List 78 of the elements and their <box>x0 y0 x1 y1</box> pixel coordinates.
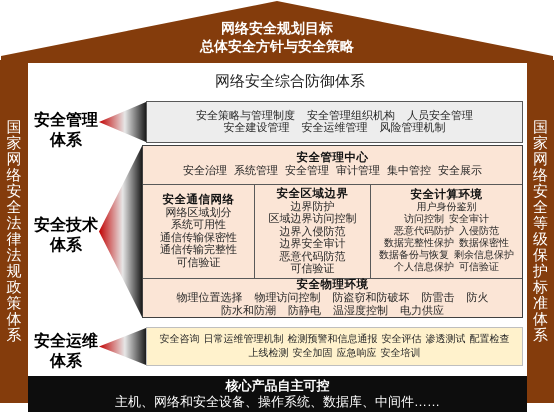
item-text: 边界防护 <box>290 200 334 212</box>
wedge-arrow <box>99 146 142 317</box>
item-text: 通信传输保密性 <box>160 232 237 244</box>
item-text: 防盗窃和防破坏 <box>332 292 410 304</box>
roof-heading: 总体安全方针与安全策略 <box>200 38 354 54</box>
item-text: 上线检测 <box>248 346 288 360</box>
pillar-text: 国家网络安全等级保护标准体系 <box>532 120 548 344</box>
item-text: 物理位置选择 <box>176 292 242 304</box>
item-text: 访问控制 <box>404 214 444 226</box>
item-text: 安全策略与管理制度 <box>196 110 295 122</box>
item-text: 系统可用性 <box>171 219 226 232</box>
system-label: 安全技术体系 <box>33 216 99 256</box>
item-text: 安全建设管理 <box>224 122 290 134</box>
item-text: 应急响应 <box>336 346 376 360</box>
system-label: 安全管理体系 <box>33 111 99 151</box>
item-text: 安全评估 <box>382 332 422 346</box>
item-text: 边界入侵防范 <box>280 226 346 238</box>
item-text: 入侵防范 <box>459 226 499 238</box>
item-text: 物理访问控制 <box>254 292 320 304</box>
item-text: 通信传输完整性 <box>160 244 237 257</box>
item-text: 数据备份与恢复 <box>379 250 449 262</box>
pillar <box>527 60 554 403</box>
item-text: 数据保密性 <box>459 238 509 250</box>
item-text: 恶意代码防范 <box>280 250 346 263</box>
item-text: 渗透测试 <box>426 332 466 346</box>
base-band <box>28 376 527 412</box>
item-text: 防火 <box>466 292 488 304</box>
item-text: 用户身份鉴别 <box>416 202 476 214</box>
item-text: 安全咨询 <box>160 332 200 346</box>
technology-panel <box>142 145 523 318</box>
item-text: 防雷击 <box>422 292 454 304</box>
item-text: 安全加固 <box>292 346 332 360</box>
panel-heading: 安全计算环境 <box>410 189 482 202</box>
panel-heading: 安全区域边界 <box>276 188 348 200</box>
item-text: 日常运维管理机制 <box>204 332 284 346</box>
base-text: 主机、网络和安全设备、操作系统、数据库、中间件…… <box>115 394 440 410</box>
item-text: 人员安全管理 <box>407 110 473 122</box>
item-text: 安全培训 <box>380 346 420 360</box>
pillar-text: 国家网络安全法律法规政策体系 <box>6 120 22 344</box>
base-heading: 核心产品自主可控 <box>226 378 330 394</box>
item-text: 边界安全审计 <box>280 238 346 250</box>
panel-heading: 安全通信网络 <box>162 194 234 207</box>
item-text: 安全管理组织机构 <box>307 110 395 122</box>
management-panel <box>146 101 523 143</box>
item-text: 安全展示 <box>438 165 482 178</box>
item-text: 防静电 <box>288 304 321 317</box>
item-text: 电力供应 <box>400 304 444 317</box>
item-text: 安全管理 <box>285 165 329 178</box>
roof-heading: 网络安全规划目标 <box>221 20 333 36</box>
item-text: 安全审计 <box>449 214 489 226</box>
item-text: 恶意代码防护 <box>394 226 454 238</box>
system-label: 安全运维体系 <box>33 332 99 372</box>
item-text: 个人信息保护 <box>394 262 454 274</box>
item-text: 系统管理 <box>234 165 278 178</box>
item-text: 可信验证 <box>176 256 220 270</box>
section-title: 网络安全综合防御体系 <box>214 73 366 91</box>
item-text: 温湿度控制 <box>333 304 388 317</box>
pillar <box>0 60 28 403</box>
item-text: 审计管理 <box>336 165 380 178</box>
wedge-arrow <box>99 102 146 142</box>
item-text: 安全治理 <box>183 165 227 178</box>
item-text: 安全运维管理 <box>302 122 368 134</box>
panel-heading: 安全管理中心 <box>296 152 368 164</box>
item-text: 区域边界访问控制 <box>268 213 356 226</box>
item-text: 集中管控 <box>387 165 431 178</box>
item-text: 防水和防潮 <box>221 304 276 317</box>
item-text: 配置检查 <box>470 332 510 346</box>
item-text: 检测预警和信息通报 <box>288 332 378 346</box>
item-text: 风险管理机制 <box>380 122 446 134</box>
item-text: 剩余信息保护 <box>454 250 514 262</box>
wedge-arrow <box>99 328 146 365</box>
subsystem-panel <box>143 278 522 317</box>
item-text: 可信验证 <box>459 262 499 274</box>
panel-heading: 安全物理环境 <box>296 279 368 292</box>
item-text: 可信验证 <box>290 263 334 276</box>
operations-panel <box>146 327 523 366</box>
item-text: 网络区域划分 <box>166 206 232 219</box>
item-text: 数据完整性保护 <box>384 238 454 250</box>
